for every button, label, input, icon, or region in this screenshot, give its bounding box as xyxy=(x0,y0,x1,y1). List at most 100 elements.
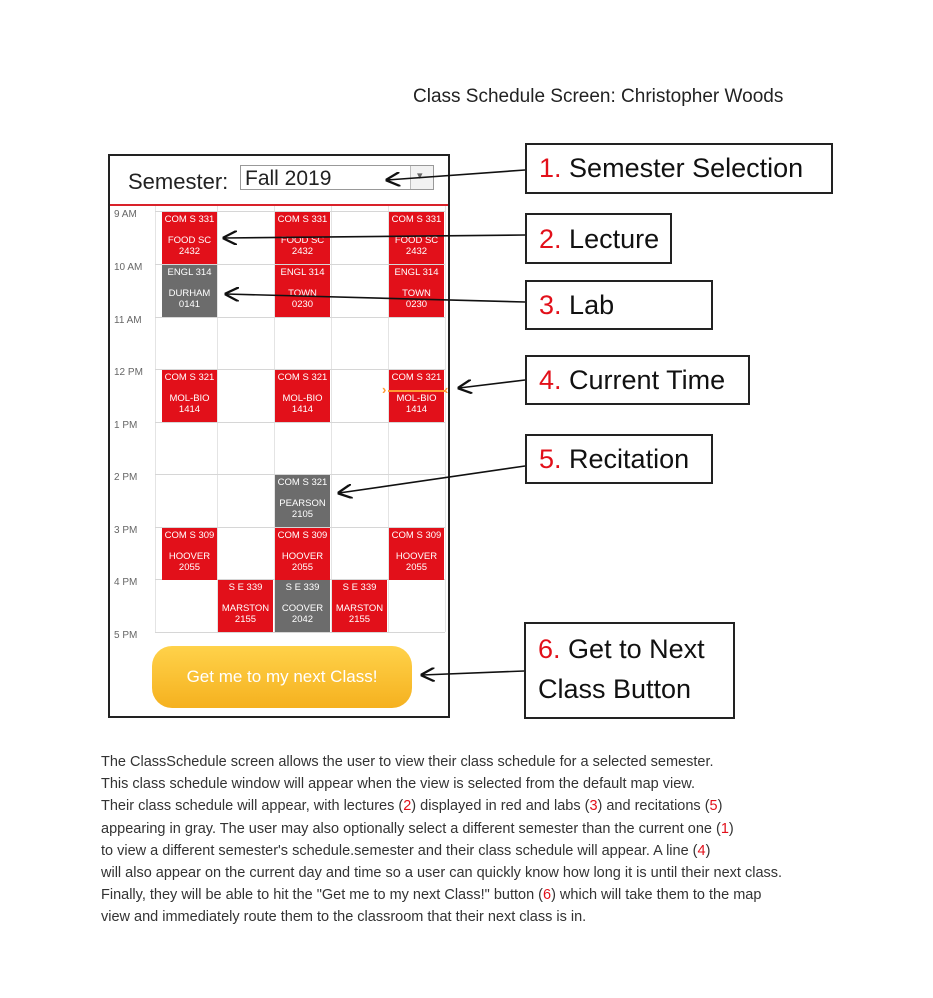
grid-hour-line xyxy=(155,474,445,475)
class-room: 2155 xyxy=(348,614,371,625)
callout-text: Get to Next xyxy=(568,634,705,664)
desc-text: ) which will take them to the map xyxy=(551,887,762,904)
class-course: ENGL 314 xyxy=(167,267,212,278)
time-label: 3 PM xyxy=(114,525,138,536)
class-room: 2432 xyxy=(405,246,428,257)
callout-number: 3. xyxy=(539,290,562,320)
class-course: COM S 321 xyxy=(277,372,328,383)
desc-line: The ClassSchedule screen allows the user… xyxy=(101,754,714,770)
semester-dropdown-button[interactable]: ▾ xyxy=(410,166,433,189)
class-course: ENGL 314 xyxy=(280,267,325,278)
time-label: 10 AM xyxy=(114,262,143,273)
class-course: COM S 331 xyxy=(277,214,328,225)
desc-text: ) and recitations ( xyxy=(597,798,710,815)
grid-hour-line xyxy=(155,211,445,212)
semester-bar: Semester: Fall 2019 ▾ xyxy=(110,156,448,206)
callout-lecture: 2. Lecture xyxy=(525,213,672,264)
desc-ref: 3 xyxy=(589,798,598,815)
callout-number: 2. xyxy=(539,224,562,254)
class-room: 1414 xyxy=(178,404,201,415)
desc-text: appearing in gray. The user may also opt… xyxy=(101,820,721,837)
grid-hour-line xyxy=(155,264,445,265)
grid-col-line xyxy=(388,206,389,632)
grid-hour-line xyxy=(155,527,445,528)
class-course: COM S 309 xyxy=(391,530,442,541)
class-building: HOOVER xyxy=(168,551,211,562)
class-building: MOL-BIO xyxy=(396,393,437,404)
class-building: TOWN xyxy=(288,288,317,299)
class-building: DURHAM xyxy=(168,288,211,299)
class-block-lab[interactable]: S E 339 COOVER 2042 xyxy=(275,580,330,632)
semester-label: Semester: xyxy=(128,169,229,194)
current-time-marker-left: › xyxy=(382,382,387,397)
class-block-lecture[interactable]: COM S 321 MOL-BIO 1414 xyxy=(162,370,217,422)
grid-col-line xyxy=(445,206,446,632)
time-label: 11 AM xyxy=(114,315,142,326)
class-block-lecture[interactable]: COM S 331 FOOD SC 2432 xyxy=(389,212,444,264)
class-block-lecture[interactable]: COM S 331 FOOD SC 2432 xyxy=(275,212,330,264)
callout-text: Lecture xyxy=(569,224,660,254)
class-block-lab[interactable]: ENGL 314 DURHAM 0141 xyxy=(162,265,217,317)
callout-semester-selection: 1. Semester Selection xyxy=(525,143,833,194)
desc-text: ) xyxy=(728,820,734,837)
desc-text: Finally, they will be able to hit the "G… xyxy=(101,887,543,904)
class-room: 2155 xyxy=(234,614,257,625)
class-building: MOL-BIO xyxy=(169,393,210,404)
callout-text-line2: Class Button xyxy=(538,674,692,704)
callout-number: 6. xyxy=(538,634,561,664)
desc-ref: 5 xyxy=(709,798,718,815)
callout-number: 1. xyxy=(539,153,562,183)
class-room: 2042 xyxy=(291,614,314,625)
class-building: FOOD SC xyxy=(394,235,439,246)
class-room: 0230 xyxy=(291,299,314,310)
desc-ref: 6 xyxy=(543,887,552,904)
grid-col-line xyxy=(331,206,332,632)
class-room: 1414 xyxy=(405,404,428,415)
class-building: HOOVER xyxy=(395,551,438,562)
class-building: PEARSON xyxy=(279,498,326,509)
class-block-lecture[interactable]: COM S 321 MOL-BIO 1414 xyxy=(389,370,444,422)
class-course: ENGL 314 xyxy=(394,267,439,278)
desc-line: to view a different semester's schedule.… xyxy=(101,840,881,862)
time-label: 5 PM xyxy=(114,630,138,641)
class-block-lecture[interactable]: ENGL 314 TOWN 0230 xyxy=(389,265,444,317)
class-building: FOOD SC xyxy=(167,235,212,246)
class-building: MARSTON xyxy=(335,603,384,614)
desc-ref: 4 xyxy=(697,842,706,859)
grid-col-line xyxy=(155,206,156,632)
time-label: 1 PM xyxy=(114,420,138,431)
phone-screen: Semester: Fall 2019 ▾ 9 AM 10 AM 11 AM 1… xyxy=(108,154,450,718)
class-block-lecture[interactable]: COM S 331 FOOD SC 2432 xyxy=(162,212,217,264)
desc-line: Their class schedule will appear, with l… xyxy=(101,795,881,817)
class-course: COM S 331 xyxy=(164,214,215,225)
class-block-lecture[interactable]: ENGL 314 TOWN 0230 xyxy=(275,265,330,317)
class-course: COM S 331 xyxy=(391,214,442,225)
desc-text: ) displayed in red and labs ( xyxy=(411,798,590,815)
class-room: 2055 xyxy=(178,562,201,573)
time-label: 4 PM xyxy=(114,577,138,588)
class-block-lecture[interactable]: COM S 321 MOL-BIO 1414 xyxy=(275,370,330,422)
desc-text: ) xyxy=(705,842,711,859)
callout-lab: 3. Lab xyxy=(525,280,713,330)
class-course: COM S 321 xyxy=(391,372,442,383)
class-building: FOOD SC xyxy=(280,235,325,246)
class-building: MARSTON xyxy=(221,603,270,614)
class-block-recitation[interactable]: COM S 321 PEARSON 2105 xyxy=(275,475,330,527)
semester-select[interactable]: Fall 2019 ▾ xyxy=(240,165,434,190)
class-course: COM S 321 xyxy=(277,477,328,488)
class-block-lecture[interactable]: S E 339 MARSTON 2155 xyxy=(332,580,387,632)
doc-title: Class Schedule Screen: Christopher Woods xyxy=(413,86,784,107)
next-class-button[interactable]: Get me to my next Class! xyxy=(152,646,412,708)
class-block-lecture[interactable]: S E 339 MARSTON 2155 xyxy=(218,580,273,632)
time-label: 2 PM xyxy=(114,472,138,483)
semester-value: Fall 2019 xyxy=(245,167,332,190)
callout-text: Current Time xyxy=(569,365,726,395)
class-block-lecture[interactable]: COM S 309 HOOVER 2055 xyxy=(162,528,217,580)
grid-hour-line xyxy=(155,422,445,423)
time-label: 9 AM xyxy=(114,209,137,220)
class-building: TOWN xyxy=(402,288,431,299)
class-room: 0230 xyxy=(405,299,428,310)
time-label: 12 PM xyxy=(114,367,143,378)
class-block-lecture[interactable]: COM S 309 HOOVER 2055 xyxy=(275,528,330,580)
class-block-lecture[interactable]: COM S 309 HOOVER 2055 xyxy=(389,528,444,580)
